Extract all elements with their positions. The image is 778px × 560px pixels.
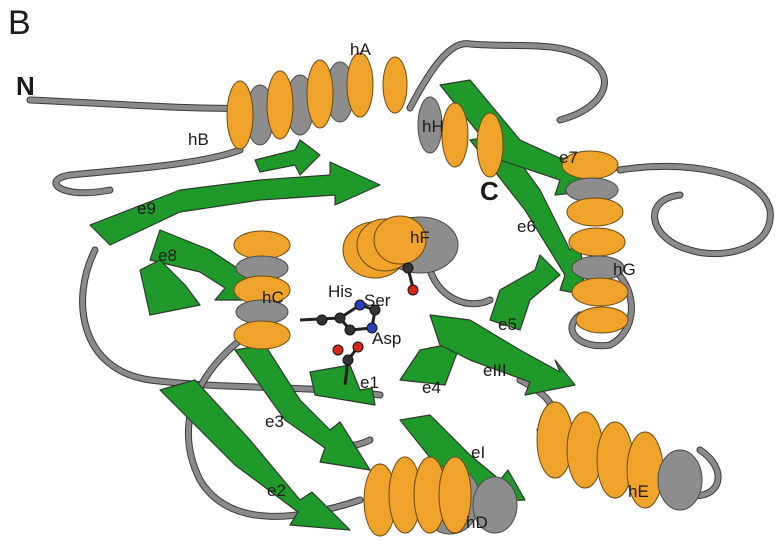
- strand-e4-label: e4: [422, 378, 441, 397]
- strand-eIII-label: eIII: [483, 361, 507, 380]
- helix-hH-label: hH: [422, 117, 444, 136]
- helix-hC-label: hC: [262, 288, 284, 307]
- asp-oxygen-atom: [353, 342, 363, 352]
- panel-letter: B: [8, 4, 31, 42]
- ser-carbon-atom: [403, 263, 413, 273]
- helix-hF: [343, 216, 458, 278]
- strand-e9-arrow: [90, 162, 380, 245]
- helix-hE: [537, 402, 702, 510]
- strand-eI-label: eI: [471, 443, 485, 462]
- helix-hE-label: hE: [628, 482, 649, 501]
- strand-e5-label: e5: [498, 315, 517, 334]
- residue-asp-label: Asp: [372, 329, 401, 348]
- helix-hA: [227, 53, 407, 149]
- beta-strands: [90, 80, 600, 530]
- his-carbon-atom: [317, 315, 327, 325]
- catalytic-triad: [300, 263, 418, 385]
- strand-e3-label: e3: [265, 412, 284, 431]
- asp-oxygen-atom: [333, 345, 343, 355]
- his-carbon-atom: [345, 325, 355, 335]
- strand-e6-label: e6: [517, 217, 536, 236]
- asp-carbon-atom: [343, 355, 353, 365]
- strand-e9-label: e9: [137, 199, 156, 218]
- n-terminus-label: N: [16, 71, 35, 101]
- helix-hD-label: hD: [466, 513, 488, 532]
- strand-e1-label: e1: [360, 373, 379, 392]
- strand-e7-label: e7: [559, 148, 578, 167]
- residue-ser-label: Ser: [364, 291, 391, 310]
- helix-hD: [364, 457, 517, 536]
- strand-e8-label: e8: [158, 246, 177, 265]
- c-terminus-label: C: [480, 176, 499, 206]
- his-carbon-atom: [335, 313, 345, 323]
- ser-oxygen-atom: [408, 285, 418, 295]
- strand-e2-label: e2: [267, 481, 286, 500]
- strand-top-arrow: [255, 140, 320, 175]
- helix-hB-label: hB: [188, 130, 209, 149]
- residue-his-label: His: [328, 282, 353, 301]
- helix-hG-label: hG: [613, 260, 636, 279]
- helix-hA-label: hA: [350, 40, 371, 59]
- helix-hF-label: hF: [410, 228, 430, 247]
